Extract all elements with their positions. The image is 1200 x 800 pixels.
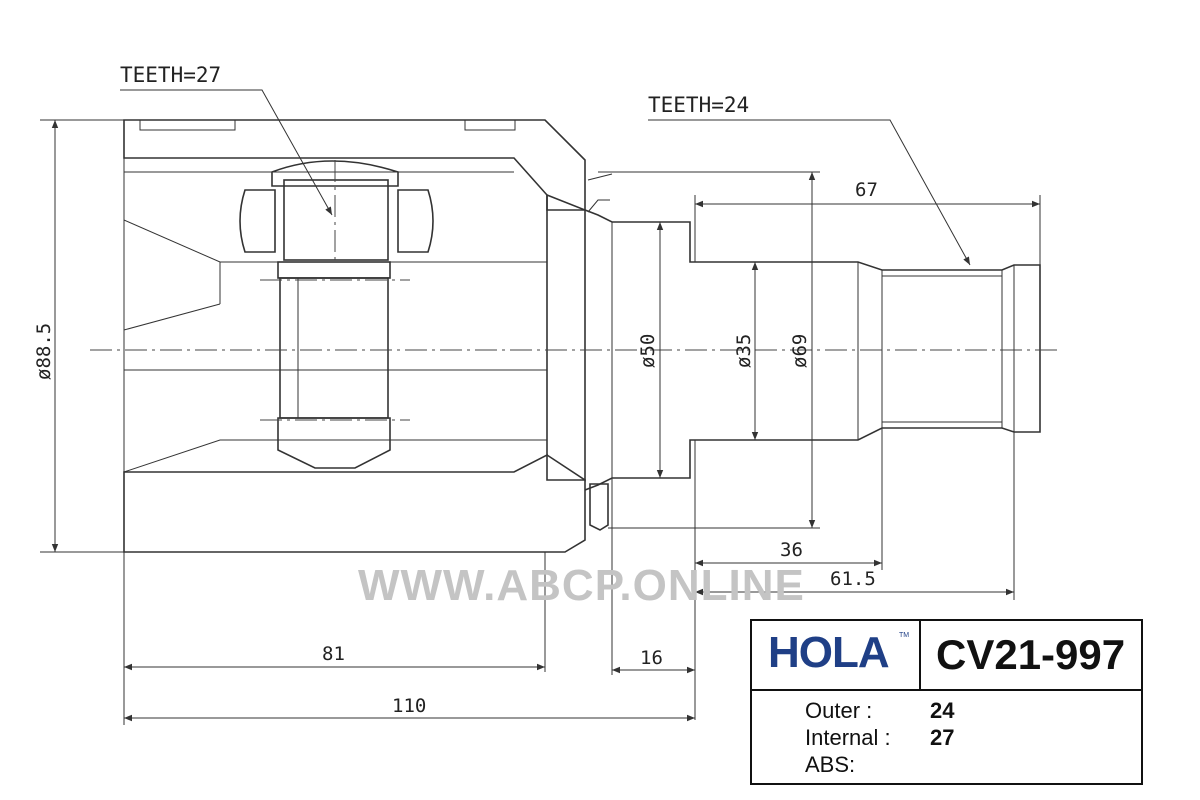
housing-diameter-dim: ø88.5 [33,323,55,380]
roller-left [239,189,276,253]
spider-body-upper [277,261,391,279]
shaft-diameter-dim: ø35 [733,334,755,368]
title-block: HOLA TM CV21-997 Outer : 24 Internal : 2… [750,619,1143,785]
flange-width-dim: 16 [640,647,663,669]
housing-top-wall [123,119,586,211]
outer-teeth-label: TEETH=24 [648,93,749,117]
tripod-spider [239,160,434,469]
trademark-mark: TM [899,632,909,639]
spec-internal-label: Internal : [805,725,891,750]
housing-bottom-wall [123,453,586,553]
housing-section [123,119,586,553]
roller-right [397,189,434,253]
brand-logo: HOLA [768,628,889,677]
housing-end-wall [546,193,586,482]
part-number: CV21-997 [936,631,1125,678]
trunnion-cap [271,160,399,187]
spec-outer-value: 24 [930,698,955,723]
spider-spline-bore [279,277,389,419]
internal-teeth-label: TEETH=27 [120,63,221,87]
spec-abs-label: ABS: [805,752,855,777]
housing-inner-bore [123,158,547,552]
shaft-seal-lip [587,173,613,213]
spec-outer-label: Outer : [805,698,872,723]
spider-body-lower [277,417,391,469]
housing-depth-dim: 81 [322,643,345,665]
shaft-outline [584,209,1041,491]
stub-shaft [584,173,1041,531]
shaft-length-dim: 67 [855,179,878,201]
dimension-lines [40,89,1041,725]
trunnion-pin [283,179,389,261]
flange-diameter-dim: ø69 [789,334,811,368]
shaft-step-dim: 36 [780,539,803,561]
spec-internal-value: 27 [930,725,954,750]
abs-ring [589,483,609,531]
housing-outline-notches [139,120,516,131]
overall-length-dim: 110 [392,695,426,717]
shaft-to-end-dim: 61.5 [830,568,876,590]
watermark: WWW.ABCP.ONLINE [358,561,805,610]
shoulder-diameter-dim: ø50 [637,334,659,368]
